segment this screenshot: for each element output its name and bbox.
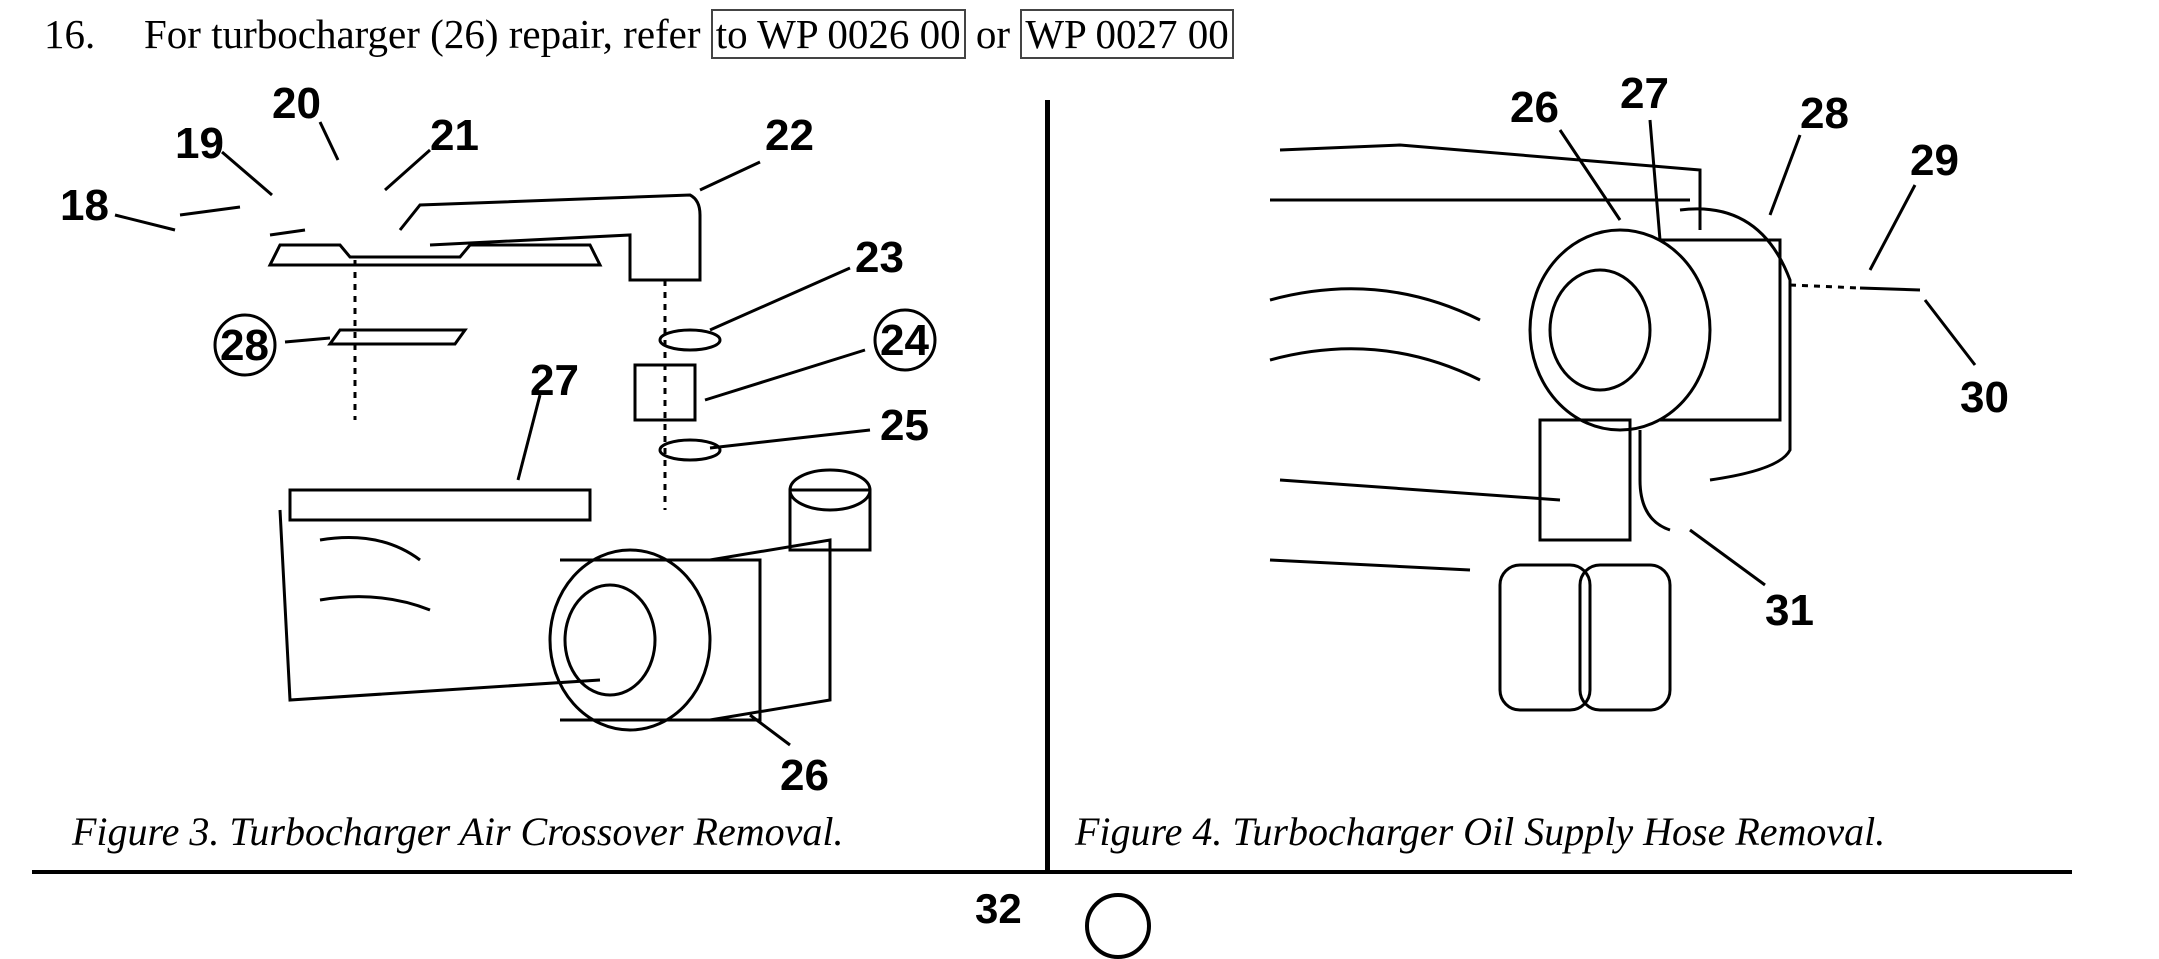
figure-3-caption: Figure 3. Turbocharger Air Crossover Rem… [72, 809, 844, 854]
callout-23: 23 [855, 233, 904, 282]
callout-27-fig4: 27 [1620, 69, 1669, 118]
callout-19: 19 [175, 119, 224, 168]
callout-28-fig4: 28 [1800, 89, 1849, 138]
step-text-or: or [965, 11, 1021, 57]
page-number: 32 [975, 885, 1022, 932]
callout-25: 25 [880, 401, 929, 450]
footer-rule [32, 870, 2072, 874]
callout-18: 18 [60, 181, 109, 230]
step-text: For turbocharger (26) repair, refer [144, 11, 711, 57]
callout-30: 30 [1960, 373, 2009, 422]
step-number: 16. [44, 11, 96, 57]
figure-3-illustration: 18 19 20 21 22 23 24 25 26 27 28 26 27 2… [60, 69, 2009, 800]
callout-29: 29 [1910, 136, 1959, 185]
callout-24-circle [873, 308, 937, 372]
callout-28-circle [213, 313, 277, 377]
figure-divider [1045, 100, 1050, 870]
procedure-step: 16. For turbocharger (26) repair, refer t… [44, 9, 1234, 59]
wp-0027-link[interactable]: WP 0027 00 [1020, 9, 1234, 59]
callout-24: 24 [880, 316, 929, 365]
callout-31: 31 [1765, 586, 1814, 635]
figure-4-caption: Figure 4. Turbocharger Oil Supply Hose R… [1075, 809, 1886, 854]
callout-27-fig3: 27 [530, 356, 579, 405]
callout-28-fig3: 28 [220, 321, 269, 370]
callout-21: 21 [430, 111, 479, 160]
callout-22: 22 [765, 111, 814, 160]
wp-0026-link[interactable]: to WP 0026 00 [710, 9, 966, 59]
callout-26-fig4: 26 [1510, 83, 1559, 132]
callout-20: 20 [272, 79, 321, 128]
page-circle-icon [1085, 893, 1151, 959]
callout-26-fig3: 26 [780, 751, 829, 800]
